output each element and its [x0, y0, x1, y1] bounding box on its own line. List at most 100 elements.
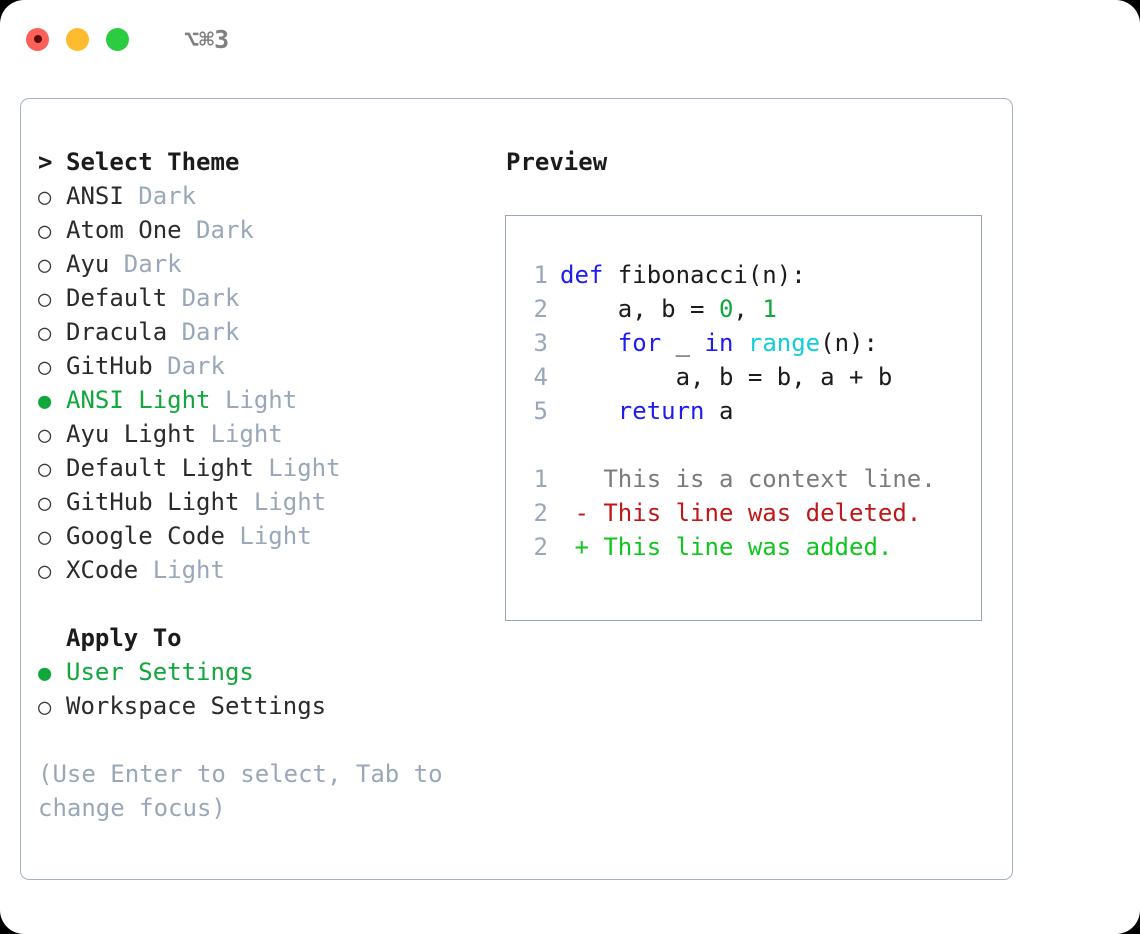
theme-option-variant: Light — [210, 386, 298, 414]
theme-option-label: Default — [66, 284, 168, 312]
code-line: 4 a, b = b, a + b — [520, 360, 981, 394]
code-token-plain: , — [733, 295, 763, 323]
theme-option-label: Default Light — [66, 454, 254, 482]
theme-option-ansi[interactable]: ○ ANSI Dark — [38, 179, 501, 213]
theme-option-label: Ayu Light — [66, 420, 197, 448]
theme-option-xcode[interactable]: ○ XCode Light — [38, 553, 501, 587]
main-panel: > Select Theme ○ANSI Dark○Atom One Dark○… — [20, 98, 1013, 880]
diff-line-number: 2 — [533, 499, 548, 527]
apply-to-heading-label: Apply To — [66, 624, 182, 652]
code-line-text: def fibonacci(n): — [560, 258, 806, 292]
theme-option-label: Dracula — [66, 318, 168, 346]
theme-option-variant: Light — [138, 556, 225, 584]
code-line-number: 3 — [533, 329, 548, 357]
radio-unselected-icon: ○ — [38, 457, 52, 482]
close-button[interactable] — [26, 27, 49, 51]
code-line-number: 2 — [533, 295, 548, 323]
code-token-plain: (n): — [820, 329, 878, 357]
theme-option-ansi-light[interactable]: ● ANSI Light Light — [38, 383, 501, 417]
diff-line-text: This is a context line. — [588, 465, 936, 493]
code-token-plain: a, b = — [560, 295, 719, 323]
code-line-number: 4 — [533, 363, 548, 391]
code-token-num: 1 — [762, 295, 777, 323]
theme-option-label: Atom One — [66, 216, 182, 244]
radio-selected-icon: ● — [38, 389, 52, 414]
radio-unselected-icon: ○ — [38, 253, 52, 278]
theme-option-label: GitHub Light — [66, 488, 240, 516]
shortcut-label: ⌥⌘3 — [184, 24, 230, 54]
code-line-text: for _ in range(n): — [560, 326, 878, 360]
diff-line-text: This line was deleted. — [588, 499, 922, 527]
radio-unselected-icon: ○ — [38, 695, 52, 720]
theme-option-label: ANSI Light — [66, 386, 211, 414]
code-token-plain — [560, 397, 618, 425]
apply-option-label: Workspace Settings — [66, 692, 327, 720]
theme-option-variant: Dark — [123, 182, 197, 210]
theme-option-label: XCode — [66, 556, 139, 584]
code-line-text: a, b = b, a + b — [560, 360, 893, 394]
apply-to-heading: Apply To — [38, 621, 501, 655]
title-bar: ⌥⌘3 — [0, 0, 1140, 78]
code-token-plain: a — [704, 397, 734, 425]
code-token-plain: _ — [661, 329, 705, 357]
theme-option-dracula[interactable]: ○ Dracula Dark — [38, 315, 501, 349]
focus-marker-icon: > — [38, 148, 53, 176]
code-token-plain — [733, 329, 747, 357]
diff-line-number: 2 — [533, 533, 548, 561]
code-line-number: 5 — [533, 397, 548, 425]
theme-option-github[interactable]: ○GitHub Dark — [38, 349, 501, 383]
code-line: 2 a, b = 0, 1 — [520, 292, 981, 326]
theme-option-label: Ayu — [66, 250, 110, 278]
code-line-text: a, b = 0, 1 — [560, 292, 777, 326]
diff-line-number: 1 — [533, 465, 548, 493]
theme-option-google-code[interactable]: ○Google Code Light — [38, 519, 501, 553]
theme-option-ayu[interactable]: ○ Ayu Dark — [38, 247, 501, 281]
theme-option-label: ANSI — [66, 182, 124, 210]
theme-option-variant: Light — [224, 522, 312, 550]
code-token-fn: range — [747, 329, 821, 357]
theme-option-variant: Dark — [109, 250, 182, 278]
diff-line-text: This line was added. — [588, 533, 893, 561]
select-theme-heading-label: Select Theme — [66, 148, 240, 176]
radio-unselected-icon: ○ — [38, 559, 52, 584]
theme-option-label: Google Code — [66, 522, 225, 550]
diff-sample: 1 This is a context line. 2 - This line w… — [520, 462, 981, 564]
code-token-plain — [560, 329, 618, 357]
maximize-button[interactable] — [106, 27, 129, 51]
theme-option-ayu-light[interactable]: ○Ayu Light Light — [38, 417, 501, 451]
apply-option-user-settings[interactable]: ●User Settings — [38, 655, 501, 689]
theme-option-variant: Dark — [152, 352, 225, 380]
theme-option-default-light[interactable]: ○ Default Light Light — [38, 451, 501, 485]
diff-line-del: 2 - This line was deleted. — [520, 496, 981, 530]
hint-spacer — [38, 723, 501, 757]
minimize-button[interactable] — [66, 27, 89, 51]
theme-option-github-light[interactable]: ○GitHub Light Light — [38, 485, 501, 519]
code-token-kw: def — [560, 261, 618, 289]
code-line: 5 return a — [520, 394, 981, 428]
theme-option-default[interactable]: ○Default Dark — [38, 281, 501, 315]
theme-list: ○ANSI Dark○Atom One Dark○Ayu Dark○Defaul… — [38, 179, 501, 587]
theme-option-label: GitHub — [66, 352, 153, 380]
keyboard-hint: (Use Enter to select, Tab to change focu… — [38, 760, 458, 822]
theme-option-variant: Dark — [167, 318, 240, 346]
radio-unselected-icon: ○ — [38, 321, 52, 346]
radio-unselected-icon: ○ — [38, 423, 52, 448]
radio-unselected-icon: ○ — [38, 219, 52, 244]
diff-marker-icon: + — [560, 533, 589, 561]
radio-unselected-icon: ○ — [38, 185, 52, 210]
theme-option-atom-one[interactable]: ○Atom One Dark — [38, 213, 501, 247]
theme-option-variant: Dark — [167, 284, 240, 312]
traffic-lights — [26, 27, 129, 51]
list-spacer — [38, 587, 501, 621]
theme-option-variant: Light — [239, 488, 327, 516]
diff-marker-icon: - — [560, 499, 589, 527]
apply-option-workspace-settings[interactable]: ○ Workspace Settings — [38, 689, 501, 723]
theme-option-variant: Light — [253, 454, 341, 482]
radio-selected-icon: ● — [38, 661, 52, 686]
theme-picker-column: > Select Theme ○ANSI Dark○Atom One Dark○… — [21, 99, 501, 879]
